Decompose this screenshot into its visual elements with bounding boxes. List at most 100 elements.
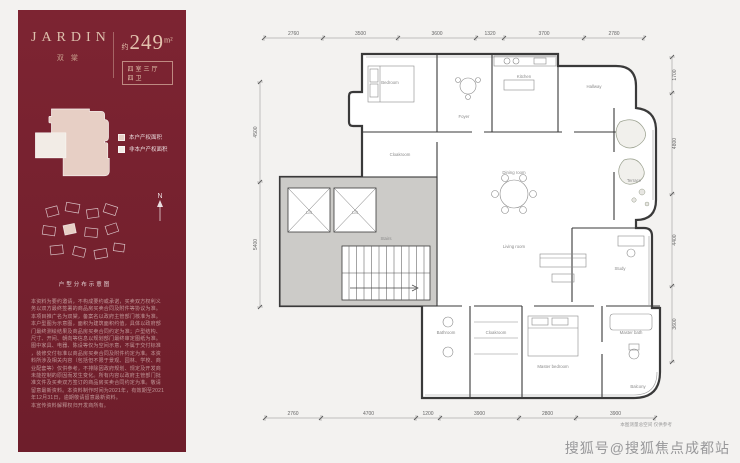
dimension-label: 2760: [288, 31, 299, 37]
furniture: [367, 55, 653, 360]
area-unit: m²: [164, 35, 173, 45]
room-label: Master bedroom: [537, 364, 569, 369]
unit-thumbnail: [35, 108, 110, 177]
disclaimer-line: 本资料为要约邀请，不构成要约或承诺，买卖双方权利义: [31, 299, 162, 305]
disclaimer-line: 准文件及买卖双方签订的商品房买卖合同约定为准。敬请: [31, 380, 162, 387]
site-plan: [41, 201, 126, 260]
master-bed: [527, 315, 579, 357]
dimension-label: 1320: [484, 31, 495, 37]
disclaimer-line: 务以双方最终签署的商品房买卖合同及附件等协议为准。: [31, 306, 162, 313]
service-core: [279, 176, 438, 307]
disclaimer-line: 本项目推广名为双棠，备案名以政府主管部门核准为准。: [31, 313, 162, 320]
header-divider: [112, 32, 114, 78]
north-arrow-icon: [157, 200, 163, 221]
legend: 本户产权面积 非本户产权面积: [118, 129, 168, 157]
breakfast-table: [455, 77, 481, 100]
room-label: Bathroom: [437, 330, 456, 335]
floor-plan: 2760 3500 3600 1320 3700 2780 2760 4700 1200 3900…: [222, 22, 698, 438]
area-line: 约249m²: [122, 30, 173, 55]
compass-label: N: [157, 193, 163, 200]
dimension-label: 3700: [538, 31, 549, 37]
disclaimer-line: 尺寸、开间、朝向等信息以规划部门最终审定图纸为准。: [31, 336, 162, 343]
room-label: Living room: [503, 244, 526, 249]
dimension-label: 3900: [610, 411, 621, 417]
room-label-layer: BedroomCloakroomFoyerKitchenHallwayDinin…: [306, 74, 646, 389]
area-value: 249: [129, 30, 165, 54]
site-block: [84, 227, 99, 238]
dimension-label: 5400: [253, 239, 259, 250]
dimension-label: 3500: [355, 31, 366, 37]
brand-logo: JARDIN: [31, 30, 111, 45]
dimension-label: 3900: [474, 411, 485, 417]
room-label: Cloakroom: [390, 152, 411, 157]
floor-plan-svg: 2760 3500 3600 1320 3700 2780 2760 4700 1200 3900…: [253, 31, 678, 428]
dimension-label: 4700: [363, 411, 374, 417]
plan-note: 本图测量总空间 仅供参考: [620, 421, 672, 428]
disclaimer-line: 业配套等）仅供参考，不排除因政府规划、规定及开发商: [31, 365, 162, 372]
room-label: Terrace: [627, 178, 642, 183]
site-block: [49, 244, 64, 256]
dimension-label: 4800: [672, 138, 678, 149]
dimension-label: 4400: [672, 234, 678, 245]
brand-panel: JARDIN 双棠 约249m² 四室三厅四卫 本户产权面积: [18, 10, 186, 452]
legend-label-other: 非本户产权面积: [129, 147, 168, 153]
terrace-garden: [615, 119, 650, 207]
dimension-label: 2760: [287, 411, 298, 417]
site-block: [112, 242, 126, 253]
site-block: [102, 203, 119, 217]
dining-table: [491, 174, 537, 214]
outer-walls: [278, 52, 662, 400]
disclaimer-line: 本户型图为示意图，面积为建筑面积约值，具体以政府部: [31, 321, 162, 328]
room-label: Hallway: [586, 84, 602, 89]
disclaimer-line: 年12月31日，逾期敬请留意最新资料。: [31, 395, 121, 402]
bed: [367, 65, 415, 103]
disclaimer-line: 未能控制的原因而发生变化。所有内容以政府主管部门批: [31, 373, 162, 380]
room-label: Master bath: [620, 330, 643, 335]
legend-item: 本户产权面积: [118, 133, 168, 141]
site-plan-row: N: [31, 193, 173, 277]
room-label: Lift: [352, 210, 359, 215]
room-label: Study: [615, 266, 627, 271]
disclaimer-line: 留意最新资料。本资料制作时间为2021年，有效期至2021: [31, 387, 165, 394]
kitchen-counter: [493, 55, 557, 91]
legend-swatch-own: [118, 133, 125, 141]
site-block: [104, 222, 120, 236]
ownership-row: 本户产权面积 非本户产权面积: [31, 107, 173, 179]
room-label: Cloakroom: [486, 330, 507, 335]
disclaimer-line: 图中家具、电器、陈设等仅为空间示意，不属于交付标准: [31, 343, 162, 350]
room-label: Bedroom: [381, 80, 399, 85]
legend-label-own: 本户产权面积: [129, 135, 163, 141]
disclaimer: 本资料为要约邀请，不构成要约或承诺，买卖双方权利义务以双方最终签署的商品房买卖合…: [31, 299, 173, 410]
room-label: Lift: [306, 210, 313, 215]
brand-block: JARDIN 双棠: [31, 30, 111, 63]
site-block: [45, 205, 60, 218]
dimension-label: 4500: [253, 126, 259, 137]
dimension-label: 1200: [422, 411, 433, 417]
dimension-label: 3600: [431, 31, 442, 37]
room-label: Balcony: [630, 384, 646, 389]
brand-subtitle: 双棠: [56, 55, 85, 62]
dimension-label: 1700: [672, 69, 678, 80]
disclaimer-line: ，装修交付标准以商品房买卖合同及附件约定为准。本资: [31, 350, 162, 357]
site-block: [72, 245, 87, 258]
site-block: [93, 247, 109, 260]
disclaimer-line: 料所涉及相关内容（包括但不限于景观、园林、学校、商: [31, 358, 162, 365]
room-label: Dining room: [502, 170, 526, 175]
sofa: [539, 253, 587, 283]
disclaimer-line: 门最终测绘结果及商品房买卖合同约定为准；户型结构、: [31, 328, 162, 335]
area-prefix: 约: [121, 43, 129, 51]
bath-fixtures: [442, 313, 653, 360]
site-block: [85, 207, 100, 219]
site-block-highlight: [62, 222, 77, 236]
room-label: Stairs: [381, 236, 392, 241]
legend-swatch-other: [118, 145, 125, 153]
site-block: [64, 201, 81, 214]
dimension-layer: 2760 3500 3600 1320 3700 2780 2760 4700 1200 3900…: [253, 31, 678, 421]
legend-item: 非本户产权面积: [118, 145, 168, 153]
dimension-label: 2800: [542, 411, 553, 417]
area-block: 约249m² 四室三厅四卫: [121, 30, 173, 85]
dimension-label: 2780: [608, 31, 619, 37]
desk: [617, 235, 645, 258]
disclaimer-line: 本宣传资料解释权归开发商所有。: [31, 402, 110, 409]
